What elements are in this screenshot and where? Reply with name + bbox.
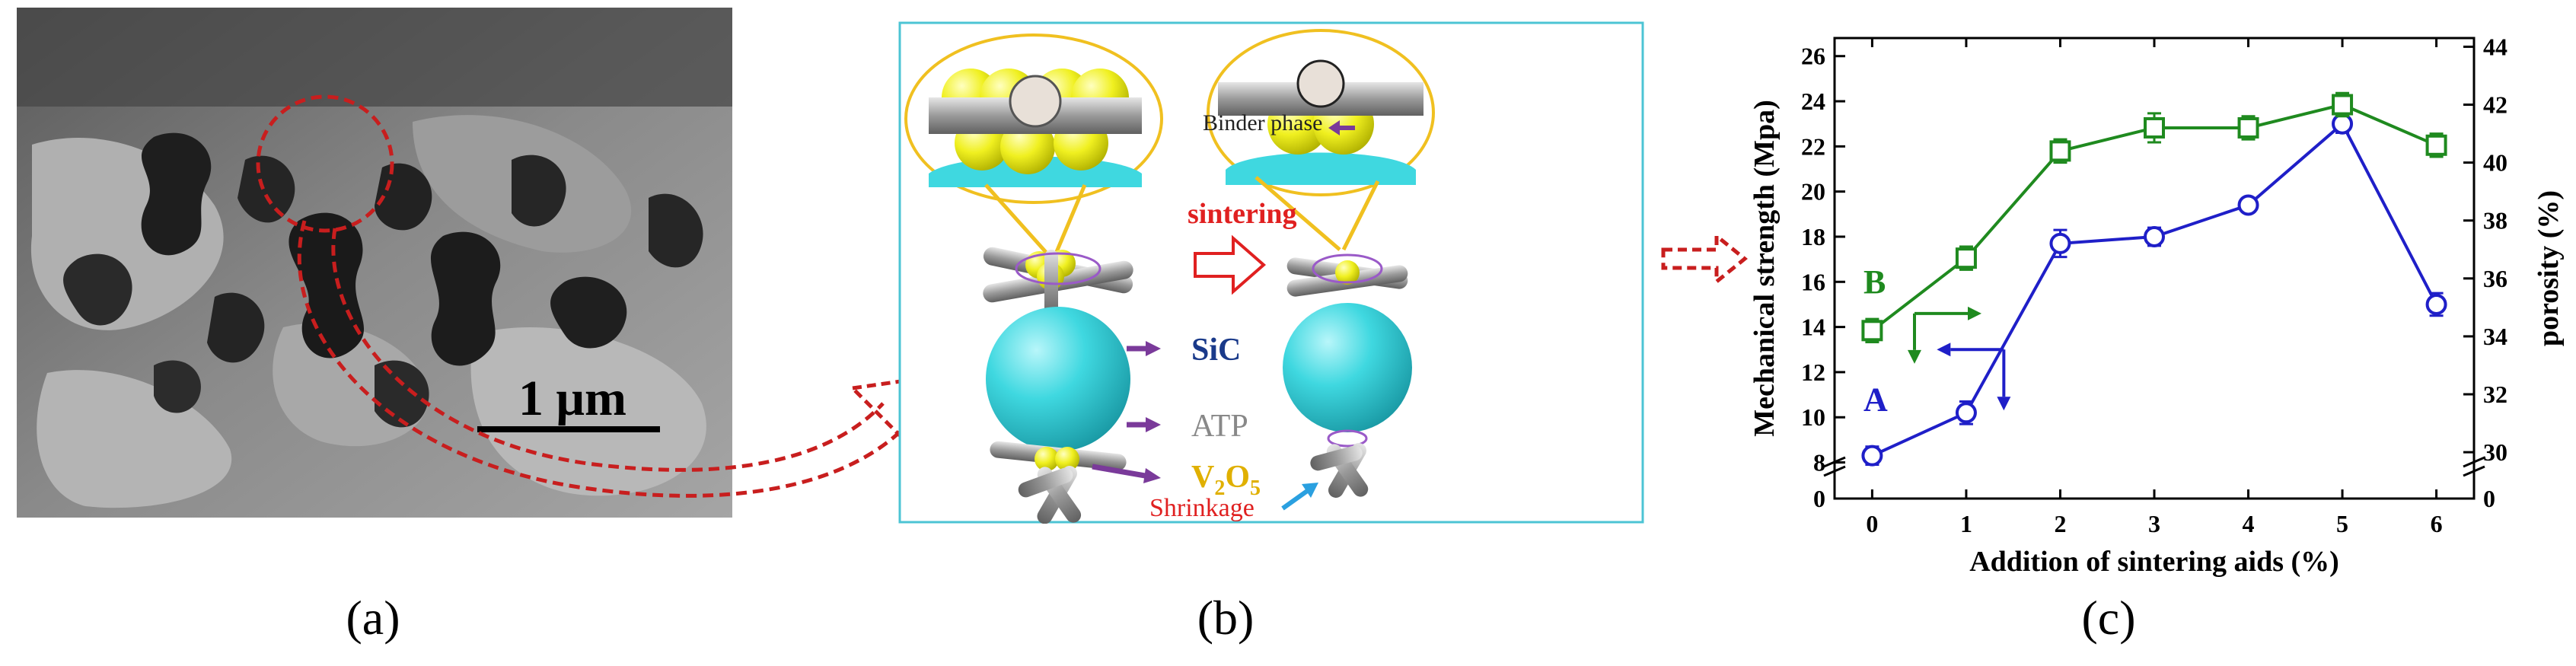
y2-tick-label: 42 <box>2483 91 2507 119</box>
y2-tick-label: 44 <box>2483 33 2507 60</box>
y-tick-label: 8 <box>1813 449 1825 476</box>
highlight-circle <box>256 94 394 233</box>
y2-tick-label: 36 <box>2483 265 2507 292</box>
particle-after <box>1283 253 1412 498</box>
point-b <box>2237 116 2259 139</box>
x-tick-label: 1 <box>1960 510 1972 537</box>
point-a <box>2332 113 2354 135</box>
label-sintering: sintering <box>1188 198 1297 230</box>
point-a <box>1955 402 1977 424</box>
point-b <box>2425 134 2447 156</box>
y-axis-break <box>1823 456 1846 477</box>
panel-label-c: (c) <box>2081 591 2136 645</box>
series-line-a <box>1871 121 2438 457</box>
y-tick-label: 20 <box>1801 178 1825 206</box>
series-b-pointer-down-head <box>1908 349 1921 364</box>
point-a <box>2237 194 2259 216</box>
y-axis-label: Mechanical strength (Mpa) <box>1749 100 1781 437</box>
point-a <box>2425 293 2447 315</box>
x-tick-label: 0 <box>1866 510 1878 537</box>
panel-label-a: (a) <box>346 591 400 645</box>
particle-before <box>983 247 1133 524</box>
y2-tick-label: 38 <box>2483 207 2507 234</box>
x-tick-label: 4 <box>2243 510 2255 537</box>
point-b <box>2332 94 2354 116</box>
x-tick-label: 5 <box>2336 510 2348 537</box>
y-tick-label: 26 <box>1801 43 1825 70</box>
y2-axis-break <box>2463 456 2485 477</box>
y2-tick-label: 34 <box>2483 323 2507 350</box>
series-b-pointer-head <box>1968 306 1981 320</box>
y-tick-label: 10 <box>1801 403 1825 431</box>
y-tick-label-zero: 0 <box>1813 485 1825 512</box>
y-tick-label: 16 <box>1801 268 1825 295</box>
panel-label-b: (b) <box>1197 591 1255 645</box>
point-b <box>1955 247 1977 269</box>
point-b <box>1861 320 1883 342</box>
sem-micrograph: 1 μm <box>17 8 732 518</box>
point-a <box>1861 445 1883 467</box>
y-tick-label: 22 <box>1801 132 1825 160</box>
point-a <box>2144 225 2165 247</box>
scale-bar <box>477 426 660 432</box>
sintering-schematic: Binder phase sintering SiC ATP V2O5 Shri… <box>898 21 1644 524</box>
y2-axis-label: porosity (%) <box>2533 190 2565 346</box>
point-b <box>2049 140 2071 162</box>
x-tick-label: 3 <box>2148 510 2160 537</box>
series-a-pointer-down-head <box>1997 397 2011 411</box>
label-atp: ATP <box>1191 409 1248 444</box>
zoom-before <box>904 33 1163 204</box>
point-a <box>2049 232 2071 254</box>
label-shrinkage: Shrinkage <box>1149 494 1255 522</box>
label-sic: SiC <box>1191 333 1241 368</box>
y-tick-label: 18 <box>1801 223 1825 250</box>
x-tick-label: 2 <box>2054 510 2066 537</box>
series-label-b: B <box>1863 263 1886 301</box>
scale-bar-label: 1 μm <box>518 371 626 426</box>
x-tick-label: 6 <box>2431 510 2443 537</box>
y2-tick-label: 40 <box>2483 149 2507 177</box>
series-label-a: A <box>1863 381 1888 418</box>
y-tick-label: 14 <box>1801 314 1825 341</box>
y2-tick-label: 30 <box>2483 438 2507 466</box>
y2-tick-label: 32 <box>2483 381 2507 408</box>
dashed-arrow-b-to-c <box>1661 231 1748 286</box>
sintering-arrow <box>1194 234 1267 295</box>
series-a-pointer-head <box>1937 343 1951 357</box>
y-tick-label: 12 <box>1801 358 1825 386</box>
point-b <box>2144 116 2165 139</box>
label-v2o5: V2O5 <box>1191 460 1261 500</box>
y2-tick-label-zero: 0 <box>2483 485 2495 512</box>
label-binder-phase: Binder phase <box>1203 110 1322 135</box>
y-tick-label: 24 <box>1801 88 1825 115</box>
zoom-after <box>1207 29 1435 196</box>
x-axis-label: Addition of sintering aids (%) <box>1969 546 2339 578</box>
